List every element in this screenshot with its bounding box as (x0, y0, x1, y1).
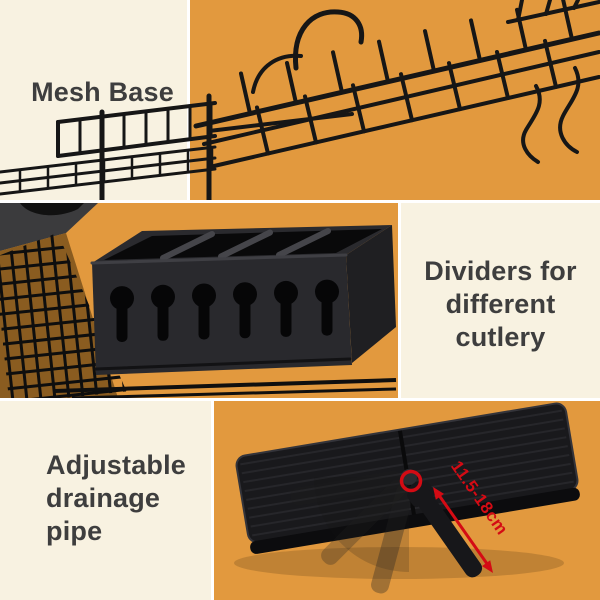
mesh-base-text-panel: Mesh Base (0, 0, 187, 200)
pipe-main (407, 481, 483, 578)
cutlery-holder-illustration (0, 203, 397, 398)
cutlery-holder-box (90, 225, 396, 375)
pivot-ring (399, 469, 423, 493)
measurement-arrow (434, 490, 492, 569)
dividers-text-panel: Dividers for different cutlery (401, 203, 600, 398)
drainage-pipe (290, 470, 483, 594)
countertop (0, 203, 98, 251)
rotation-range-wedge (314, 477, 409, 572)
drainage-text-panel: Adjustable drainage pipe (0, 401, 211, 600)
dividers-label: Dividers for different cutlery (424, 256, 577, 352)
drainage-label: Adjustable drainage pipe (46, 450, 187, 546)
section-drainage: Adjustable drainage pipe (0, 401, 600, 600)
drainage-photo-panel: 11.5-18cm (214, 401, 600, 600)
divider-walls (160, 228, 331, 261)
cutlery-photo-panel (0, 203, 398, 398)
keyhole-slots (110, 279, 339, 342)
section-dividers: Dividers for different cutlery (0, 203, 600, 398)
drainage-tray-illustration: 11.5-18cm (234, 402, 580, 594)
mesh-base-photo-panel (190, 0, 600, 200)
mesh-base-label: Mesh Base (31, 77, 174, 107)
section-mesh-base: Mesh Base (0, 0, 600, 200)
